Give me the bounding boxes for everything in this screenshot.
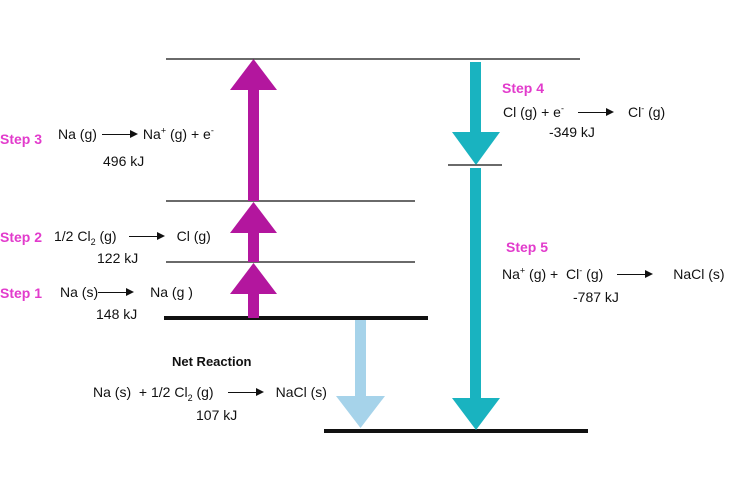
step3-energy: 496 kJ — [103, 153, 145, 169]
step3-product-charge: + — [160, 125, 167, 136]
step2-equation: 1/2 Cl2 (g) Cl (g) — [54, 228, 211, 247]
step4-equation: Cl (g) + e-Cl- (g) — [503, 104, 665, 121]
arrow-step5 — [452, 168, 500, 430]
step2-reactant-state: (g) — [95, 228, 117, 244]
step5-reactant2: Cl — [566, 266, 580, 282]
step5-equation: Na+ (g) + Cl- (g) NaCl (s) — [502, 266, 725, 283]
step4-energy: -349 kJ — [549, 124, 595, 140]
arrow-icon — [128, 229, 165, 245]
step3-label: Step 3 — [0, 131, 43, 147]
step1-equation: Na (s) Na (g ) — [60, 284, 193, 301]
step5-product: NaCl (s) — [673, 266, 725, 282]
arrow-step2 — [230, 202, 277, 262]
step2-reactant: 1/2 Cl — [54, 228, 91, 244]
arrow-icon — [101, 127, 138, 143]
step4-product-state: (g) — [644, 104, 666, 120]
arrow-step1 — [230, 263, 277, 318]
net-reaction-equation: Na (s) + 1/2 Cl2 (g) NaCl (s) — [93, 384, 327, 403]
net-reactant1: Na (s) — [93, 384, 132, 400]
net-energy: 107 kJ — [196, 407, 238, 423]
step2-reactant-sub: 2 — [90, 236, 96, 247]
step1-product: Na (g ) — [150, 284, 193, 300]
step1-label: Step 1 — [0, 285, 43, 301]
net-product: NaCl (s) — [275, 384, 327, 400]
step5-reactant2-charge: - — [579, 265, 583, 276]
step4-reactant: Cl (g) + e — [503, 104, 561, 120]
step1-reactant: Na (s) — [60, 284, 99, 300]
step5-energy: -787 kJ — [573, 289, 619, 305]
net-reactant2-state: (g) — [192, 384, 214, 400]
step4-label: Step 4 — [502, 80, 545, 96]
arrow-icon — [617, 267, 654, 283]
step3-equation: Na (g) Na+ (g) + e- — [58, 126, 214, 143]
net-reaction-label: Net Reaction — [172, 354, 252, 369]
step3-product: Na — [142, 126, 161, 142]
step3-reactant: Na (g) — [58, 126, 97, 142]
arrow-icon — [98, 285, 135, 301]
step5-label: Step 5 — [506, 239, 549, 255]
step5-reactant1-charge: + — [519, 265, 526, 276]
arrow-net — [336, 320, 385, 428]
step5-reactant2-state: (g) — [582, 266, 604, 282]
step2-label: Step 2 — [0, 229, 43, 245]
step3-product-state: (g) + e — [166, 126, 211, 142]
step4-electron-charge: - — [560, 103, 564, 114]
net-reactant2-sub: 2 — [187, 392, 193, 403]
step3-electron-charge: - — [210, 125, 214, 136]
arrow-step3 — [230, 59, 277, 201]
arrow-step4 — [452, 62, 500, 165]
net-reactant2: 1/2 Cl — [150, 384, 188, 400]
arrow-icon — [227, 385, 264, 401]
step5-reactant1-state: (g) + — [525, 266, 559, 282]
step2-energy: 122 kJ — [97, 250, 139, 266]
arrow-icon — [577, 105, 614, 121]
step2-product: Cl (g) — [176, 228, 211, 244]
step4-product: Cl — [627, 104, 642, 120]
step4-product-charge: - — [641, 103, 645, 114]
step5-reactant1: Na — [502, 266, 520, 282]
net-plus: + — [138, 384, 148, 400]
step1-energy: 148 kJ — [96, 306, 138, 322]
